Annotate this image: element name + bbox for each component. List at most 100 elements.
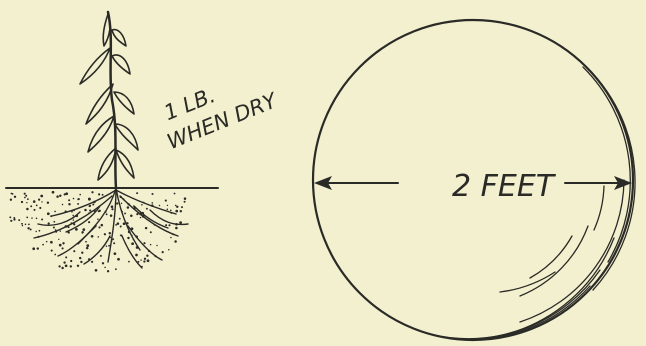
circle-diameter-label: 2 FEET [452,169,557,204]
root [116,190,176,214]
soil-dot [39,207,41,209]
soil-dot [65,256,67,258]
soil-dot [120,225,122,227]
soil-dot [86,247,88,249]
soil-dot [114,252,117,255]
soil-dot [106,245,108,247]
soil-dot [35,231,36,232]
soil-dot [98,236,100,238]
soil-dot [108,245,110,247]
soil-dot [68,199,70,201]
soil-dot [151,202,153,204]
soil-dot [21,201,23,203]
soil-dot [48,222,50,224]
plant-roots [34,188,188,268]
soil-dot [65,264,68,267]
soil-dot [115,224,117,226]
soil-dot [42,244,44,246]
soil-dot [141,204,143,206]
soil-dot [41,219,43,221]
soil-dot [146,255,148,257]
soil-dot [175,210,178,213]
leaf [80,48,110,84]
soil-dot [25,224,27,226]
soil-dot [110,214,113,217]
soil-dot [150,231,152,233]
soil-dot [68,232,70,234]
soil-dot [92,203,94,205]
soil-dot [21,223,23,225]
soil-dot [100,255,102,257]
soil-dot [181,206,183,208]
soil-dot [180,210,182,212]
soil-dot [175,227,178,230]
soil-dot [109,232,111,234]
soil-dot [106,213,108,215]
soil-dot [68,203,70,205]
soil-dot [26,208,29,211]
soil-dot [50,241,53,244]
soil-dot [14,196,16,198]
soil-dots [9,191,186,272]
soil-dot [79,257,81,259]
soil-dot [47,201,49,203]
soil-dot [175,205,177,207]
plant-leaves [80,14,138,180]
soil-dot [65,192,68,195]
leaf [112,55,130,74]
soil-dot [51,250,53,252]
soil-dot [70,260,72,262]
soil-dot [63,261,65,263]
soil-dot [91,261,93,263]
plant-weight-label: 1 LB. WHEN DRY [153,62,282,154]
soil-dot [91,235,94,238]
soil-dot [59,194,61,196]
shading-arc [500,272,555,292]
soil-dot [131,242,134,245]
soil-dot [147,259,150,262]
soil-dot [41,201,42,202]
soil-dot [156,245,157,246]
soil-dot [52,191,55,194]
soil-dot [73,250,75,252]
soil-dot [128,261,130,263]
leaf [88,116,114,152]
circle-illustration: 2 FEET [313,20,635,340]
soil-dot [27,227,29,229]
soil-dot [54,254,56,256]
soil-dot [79,194,81,196]
root [84,236,110,264]
soil-dot [62,242,64,244]
soil-dot [60,230,61,231]
soil-dot [58,265,60,267]
soil-dot [98,210,100,212]
soil-dot [26,202,27,203]
soil-dot [140,259,141,260]
soil-dot [95,269,98,272]
soil-dot [179,221,182,224]
soil-dot [127,206,129,209]
soil-dot [140,217,141,218]
soil-dot [82,228,85,231]
soil-dot [97,218,99,220]
soil-dot [98,226,100,228]
soil-dot [111,205,114,208]
soil-dot [165,224,167,226]
soil-dot [10,199,12,201]
soil-dot [101,224,104,227]
soil-dot [39,230,41,232]
soil-dot [56,195,59,198]
soil-dot [184,201,186,203]
soil-dot [38,198,40,200]
leaf [98,148,116,180]
soil-dot [121,203,122,204]
soil-dot [70,265,72,267]
soil-dot [143,260,145,262]
soil-dot [61,267,63,269]
soil-dot [124,212,126,214]
leaf [116,150,134,178]
soil-dot [32,247,35,250]
soil-dot [168,249,169,250]
